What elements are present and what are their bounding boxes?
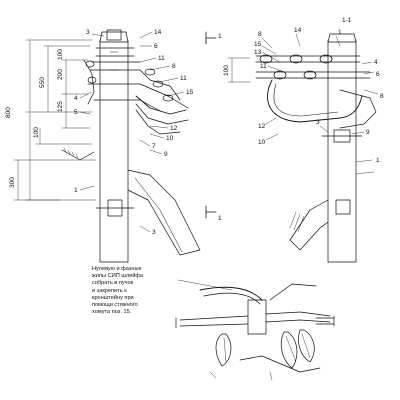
callout-label: 15 — [186, 89, 194, 96]
callout-label: 4 — [374, 59, 378, 66]
callout-label: 11 — [180, 75, 187, 82]
callout-label: 7 — [152, 143, 156, 150]
note-line: и закрепить к — [92, 287, 127, 294]
detail-view — [175, 279, 335, 381]
assembly-note: Нулевую и фазные жилы СИП шлейфа собрать… — [92, 266, 178, 316]
section-mark-top: 1 — [218, 33, 222, 40]
callout-label: 10 — [258, 139, 266, 146]
right-view — [227, 33, 379, 263]
note-line: Нулевую и фазные — [92, 266, 142, 272]
note-line: хомута поз. 15. — [92, 309, 132, 316]
callout-label: 6 — [154, 43, 158, 50]
callout-label: 1 — [74, 187, 78, 194]
callout-label: 11 — [260, 63, 267, 70]
callout-label: 15 — [254, 41, 262, 48]
callout-label: 13 — [254, 49, 262, 56]
callout-label: 9 — [164, 151, 168, 158]
callout-label: 10 — [166, 135, 174, 142]
note-line: помощи стяжного — [92, 302, 138, 309]
callout-label: 5 — [74, 109, 78, 116]
note-line: жилы СИП шлейфа — [92, 273, 144, 280]
callout-label: 9 — [366, 129, 370, 136]
dimension-label: 100 — [57, 49, 64, 60]
dimension-label: 100 — [223, 65, 230, 76]
dimension-label: 200 — [57, 69, 64, 80]
pole-left — [99, 39, 129, 263]
callout-label: 1 — [376, 157, 380, 164]
callout-label: 14 — [294, 27, 302, 34]
pole-right — [327, 39, 357, 263]
callout-label: 8 — [258, 31, 262, 38]
note-line: собрать в пучок — [92, 280, 134, 287]
callout-label: 14 — [154, 29, 162, 36]
dimension-label: 300 — [9, 177, 16, 188]
callout-label: 3 — [152, 229, 156, 236]
note-line: кронштейну при — [92, 294, 134, 301]
callout-label: 6 — [376, 71, 380, 78]
callout-label: 8 — [172, 63, 176, 70]
left-view — [13, 29, 217, 263]
section-mark-bottom: 1 — [218, 215, 222, 222]
callout-label: 1 — [338, 29, 342, 36]
callout-label: 4 — [74, 95, 78, 102]
dimension-label: 550 — [39, 77, 46, 88]
callout-label: 8 — [380, 93, 384, 100]
dimension-label: 800 — [5, 107, 12, 118]
callout-label: 12 — [170, 125, 178, 132]
callout-label: 11 — [158, 55, 165, 62]
dimension-label: 100 — [33, 127, 40, 138]
callout-label: 12 — [258, 123, 266, 130]
section-label: 1-1 — [342, 17, 352, 24]
callout-label: 3 — [316, 119, 320, 126]
dimension-label: 125 — [57, 101, 64, 112]
callout-label: 3 — [86, 29, 90, 36]
